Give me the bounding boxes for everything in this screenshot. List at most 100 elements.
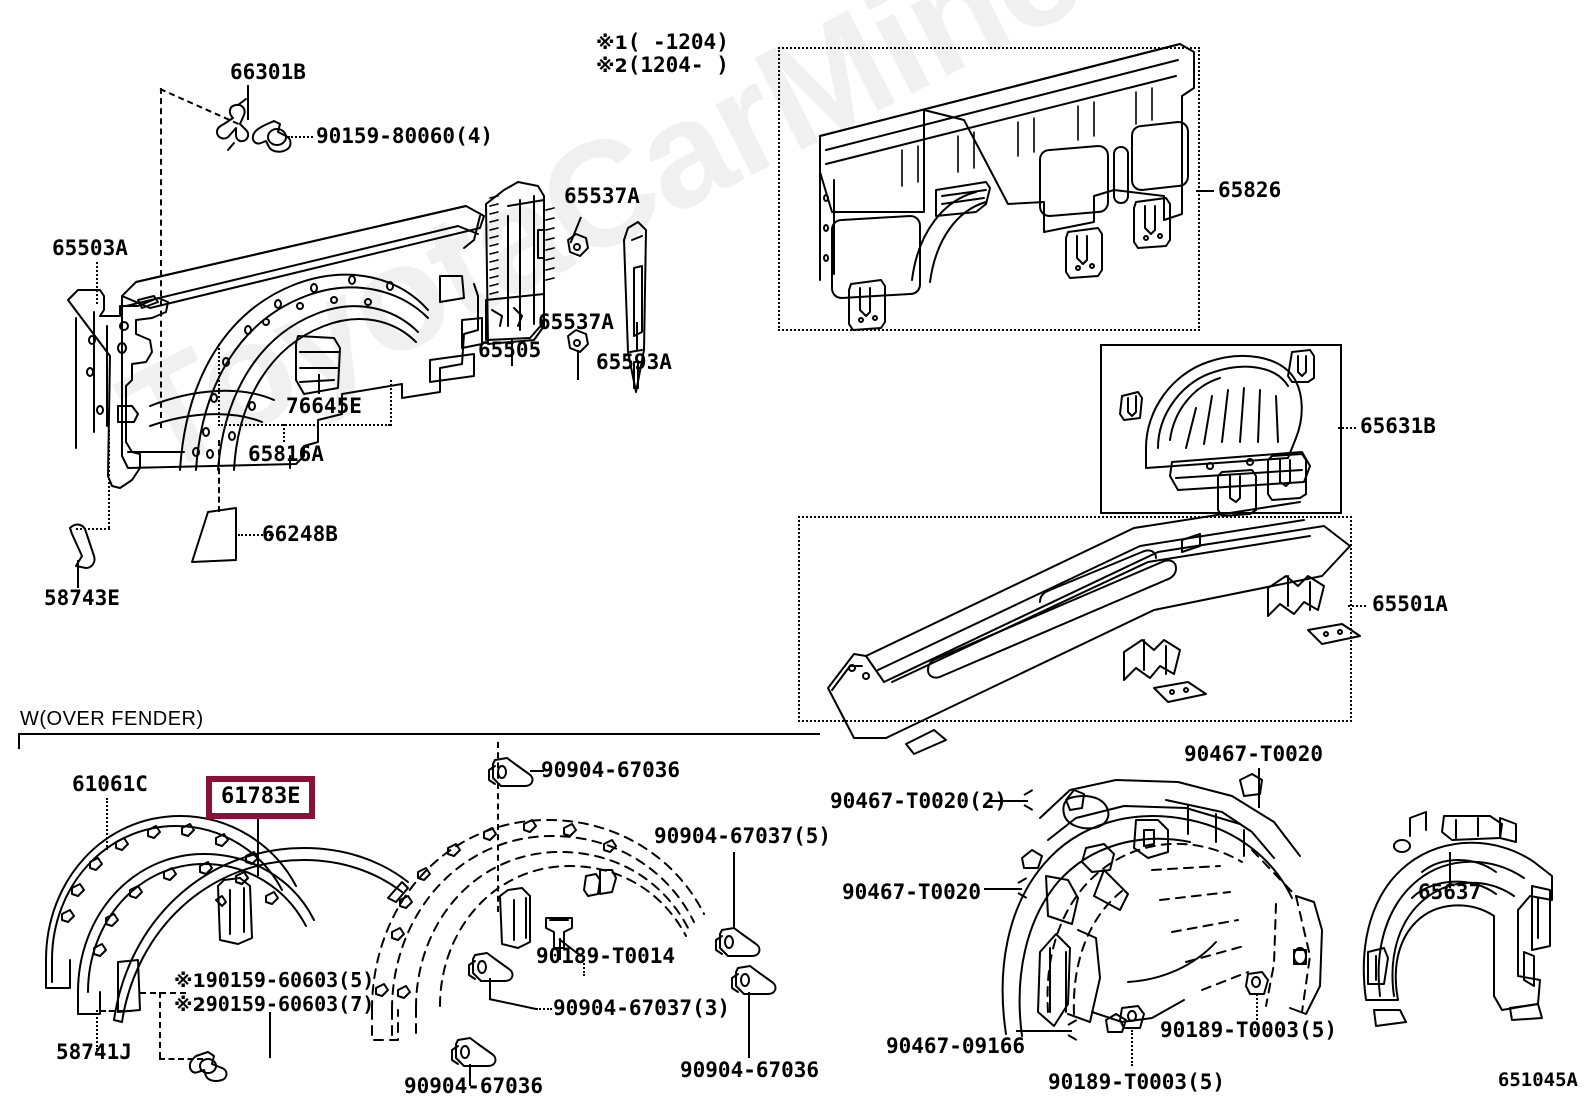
- section-title-over-fender: W(OVER FENDER): [20, 708, 204, 730]
- leader-66301B: [247, 85, 249, 120]
- leader-65816A-bracket: [218, 424, 390, 426]
- label-90467-T0020-2[interactable]: 90467-T0020(2): [830, 789, 1008, 813]
- section-bracket-line: [18, 733, 820, 735]
- box-65631B: [1100, 344, 1342, 514]
- label-65631B[interactable]: 65631B: [1360, 414, 1436, 438]
- label-65816A[interactable]: 65816A: [248, 442, 324, 466]
- part-58741J-art: [118, 960, 140, 1012]
- box-65826: [778, 47, 1200, 331]
- note-2-mark: ※2: [596, 55, 628, 77]
- label-90189-T0003-b[interactable]: 90189-T0003(5): [1160, 1018, 1338, 1042]
- label-65503A[interactable]: 65503A: [52, 236, 128, 260]
- label-76645E[interactable]: 76645E: [286, 394, 362, 418]
- label-61061C[interactable]: 61061C: [72, 772, 148, 796]
- leader-65593A: [636, 322, 638, 350]
- dashed-60603-top: [140, 992, 186, 994]
- arrow-90467-T0020-midb: [1017, 892, 1028, 899]
- dashed-58741J: [100, 1010, 132, 1012]
- label-66248B[interactable]: 66248B: [262, 522, 338, 546]
- label-90159-60603-5-text: 90159-60603(5): [205, 968, 375, 992]
- part-65503A-art: [68, 290, 168, 488]
- dashed-66301B-link: [160, 88, 162, 428]
- label-65537A-bottom[interactable]: 65537A: [538, 310, 614, 334]
- label-90159-60603-7[interactable]: ※290159-60603(7): [174, 992, 374, 1016]
- note-2-text: (1204- ): [627, 53, 729, 77]
- leader-65537A-bottom: [577, 350, 579, 380]
- label-90467-T0020-mid[interactable]: 90467-T0020: [842, 880, 982, 904]
- part-90159-60603-art: [190, 1052, 227, 1081]
- leader-67036-b: [469, 1064, 471, 1086]
- note-1-text: ( -1204): [627, 30, 729, 54]
- mark-1: ※1: [174, 970, 206, 992]
- label-58741J[interactable]: 58741J: [56, 1040, 132, 1064]
- part-65816A-art: [122, 206, 484, 470]
- label-65537A-top[interactable]: 65537A: [564, 184, 640, 208]
- leader-65816A-right: [390, 380, 392, 426]
- label-65593A[interactable]: 65593A: [596, 350, 672, 374]
- dotted-58743E-link2: [76, 528, 110, 530]
- leader-90467-T0020-mid: [984, 888, 1022, 890]
- leader-65631B: [1338, 427, 1356, 429]
- dashed-clip-vert: [497, 742, 499, 912]
- part-58743E-art: [70, 525, 95, 568]
- label-65826[interactable]: 65826: [1218, 178, 1282, 202]
- leader-65816A-stem: [283, 424, 285, 442]
- part-66301B-art: [217, 99, 248, 150]
- label-90904-67036-a[interactable]: 90904-67036: [541, 758, 681, 782]
- leader-90159-80060: [288, 136, 313, 138]
- label-90159-60603-5[interactable]: ※190159-60603(5): [174, 968, 374, 992]
- leader-65637: [1449, 852, 1451, 888]
- label-90904-67037-5[interactable]: 90904-67037(5): [654, 824, 832, 848]
- label-90904-67036-c[interactable]: 90904-67036: [680, 1058, 820, 1082]
- leader-67037-3-v: [489, 978, 491, 1000]
- leader-67037-3-d: [488, 998, 537, 1010]
- label-90467-09166[interactable]: 90467-09166: [886, 1034, 1026, 1058]
- mark-2: ※2: [174, 994, 206, 1016]
- leader-65826: [1196, 190, 1214, 192]
- leader-61061C: [106, 798, 108, 850]
- part-65537A-clips-art: [568, 234, 588, 352]
- part-90159-80060-art: [253, 121, 291, 152]
- part-liner-center-tabs-art: [376, 820, 616, 998]
- part-65637-art: [1364, 812, 1552, 1026]
- dashed-66301B-diag: [159, 88, 239, 125]
- leader-90189-T0014-stem: [583, 956, 585, 976]
- arrow-90467-09166b: [1067, 1034, 1078, 1041]
- label-61783E-highlighted[interactable]: 61783E: [206, 776, 316, 819]
- leader-67037-3-dot: [536, 1008, 552, 1010]
- dashed-60603-v: [159, 992, 161, 1058]
- leader-65537A-top: [569, 216, 582, 244]
- label-90159-80060[interactable]: 90159-80060(4): [316, 124, 494, 148]
- label-65505[interactable]: 65505: [478, 338, 542, 362]
- arrow-90467-09166a: [1067, 1019, 1078, 1026]
- leader-58743E: [77, 560, 79, 588]
- label-90189-T0014[interactable]: 90189-T0014: [536, 944, 676, 968]
- leader-61783E: [257, 818, 259, 876]
- leader-90467-T0020-top: [1258, 768, 1260, 808]
- label-90467-T0020-top[interactable]: 90467-T0020: [1184, 742, 1324, 766]
- leader-67036-c: [748, 992, 750, 1058]
- leader-90904-67036-a: [530, 770, 544, 772]
- section-bracket-tick: [18, 733, 20, 749]
- dashed-66248B-link: [218, 440, 220, 512]
- label-66301B[interactable]: 66301B: [230, 60, 306, 84]
- leader-65503A: [96, 262, 98, 304]
- label-90189-T0003-a[interactable]: 90189-T0003(5): [1048, 1070, 1226, 1094]
- label-90904-67037-3[interactable]: 90904-67037(3): [553, 996, 731, 1020]
- label-65637[interactable]: 65637: [1418, 880, 1482, 904]
- leader-65501A: [1348, 605, 1366, 607]
- leader-90467-T0020-2: [990, 800, 1028, 802]
- leader-90189-T0003-b: [1256, 994, 1258, 1020]
- leader-90467-09166: [1016, 1030, 1072, 1032]
- leader-90904-67037-5: [733, 852, 735, 928]
- label-90159-60603-7-text: 90159-60603(7): [205, 992, 375, 1016]
- leader-60603-7: [269, 1012, 271, 1058]
- label-65501A[interactable]: 65501A: [1372, 592, 1448, 616]
- label-90904-67036-b[interactable]: 90904-67036: [404, 1074, 544, 1098]
- leader-66248B: [238, 534, 274, 536]
- note-2: ※2(1204- ): [596, 53, 729, 77]
- label-58743E[interactable]: 58743E: [44, 586, 120, 610]
- part-66248B-art: [192, 508, 236, 562]
- part-liner-right-art: [1003, 774, 1322, 1036]
